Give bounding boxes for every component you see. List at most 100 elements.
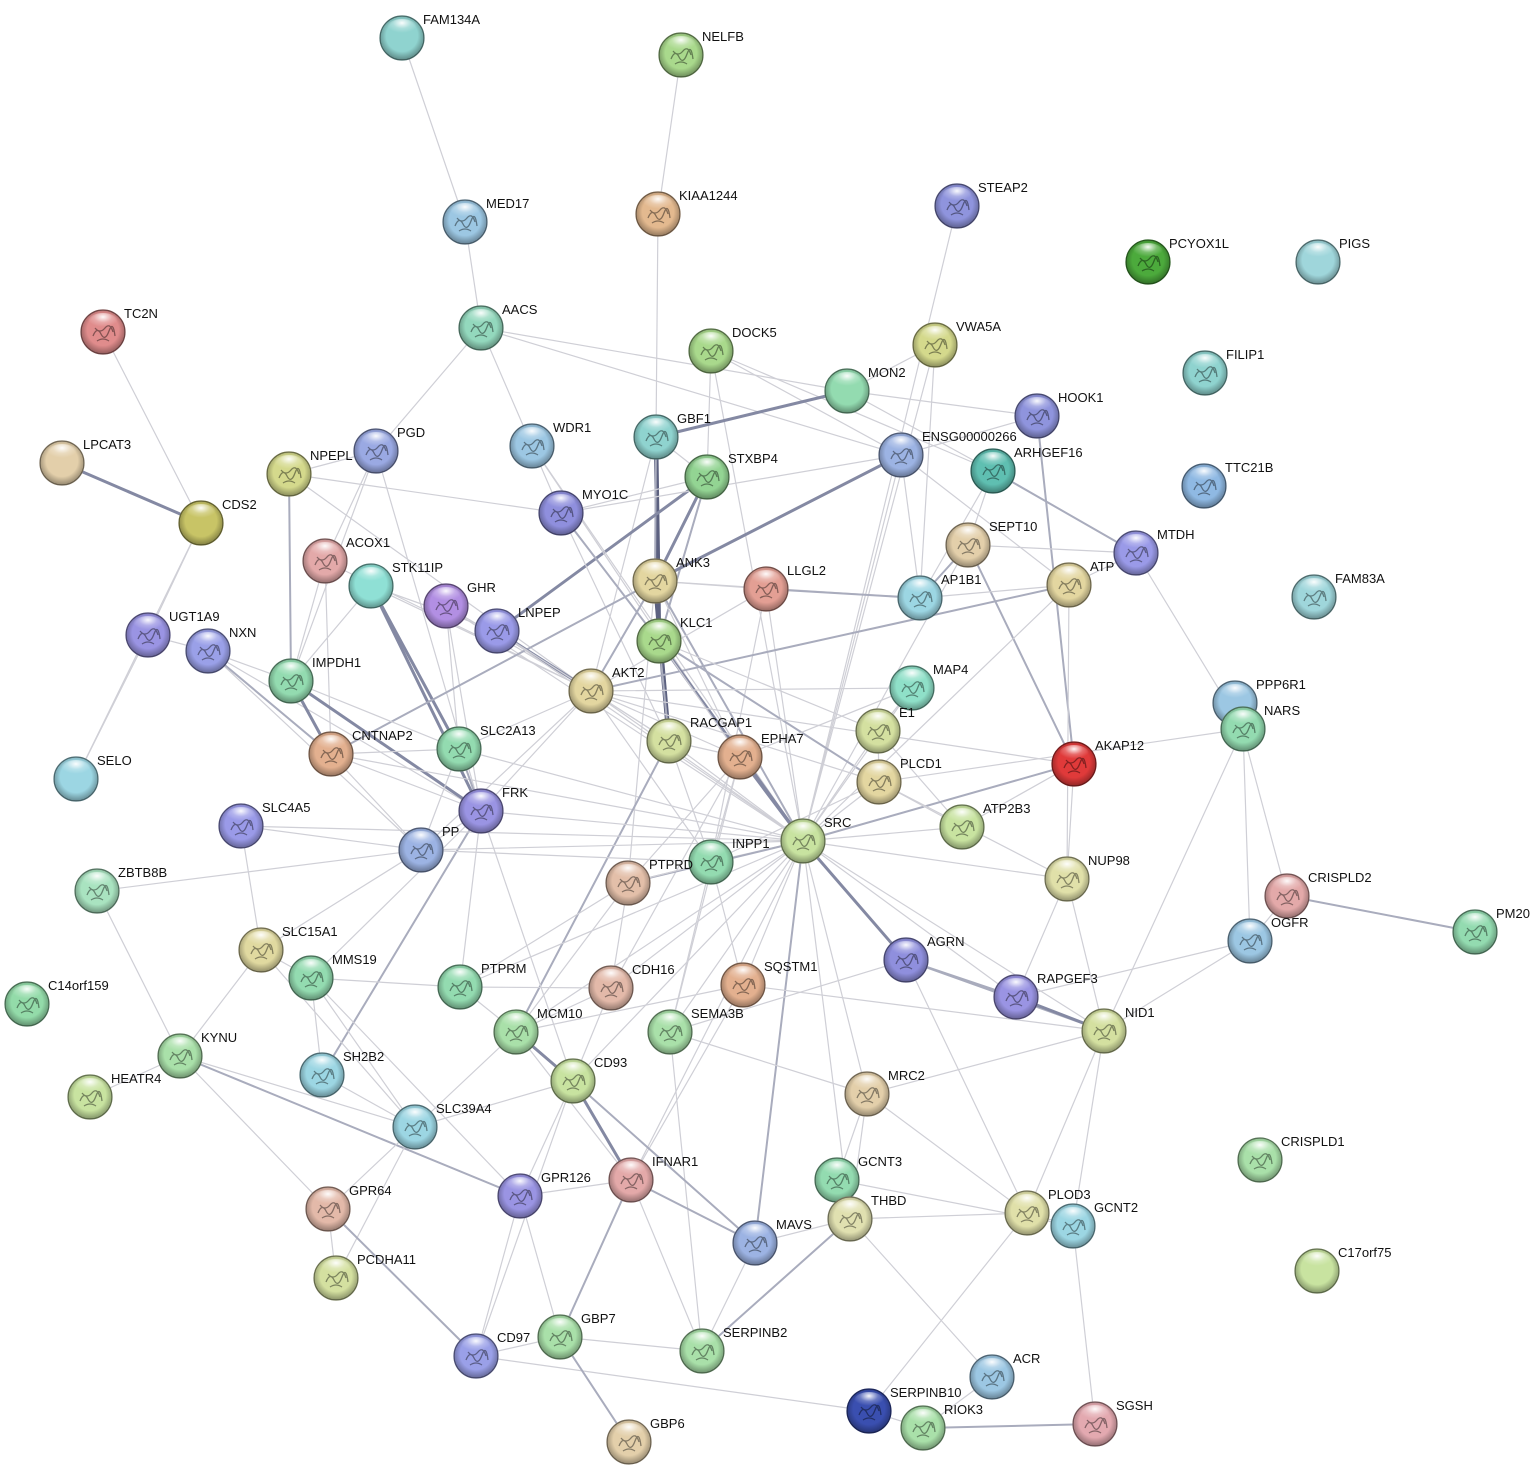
node-lnpep[interactable]: LNPEP [474,605,561,654]
node-plod3[interactable]: PLOD3 [1004,1187,1091,1236]
node-atp[interactable]: ATP [1046,559,1114,608]
node-map4[interactable]: MAP4 [889,662,968,711]
node-cdh16[interactable]: CDH16 [588,962,675,1011]
node-mon2[interactable]: MON2 [824,365,906,414]
node-impdh1[interactable]: IMPDH1 [268,655,361,704]
node-gpr126[interactable]: GPR126 [497,1170,591,1219]
node-riok3[interactable]: RIOK3 [900,1402,983,1451]
node-fam83a[interactable]: FAM83A [1291,571,1385,620]
node-stxbp4[interactable]: STXBP4 [684,451,778,500]
node-gpr64[interactable]: GPR64 [305,1183,392,1232]
node-label: PIGS [1339,236,1370,251]
node-klc1[interactable]: KLC1 [636,615,713,664]
node-epha7[interactable]: EPHA7 [717,731,804,780]
node-slc4a5[interactable]: SLC4A5 [218,800,310,849]
node-plcd1[interactable]: PLCD1 [856,756,942,805]
node-pcdha11[interactable]: PCDHA11 [313,1252,416,1301]
node-crispld2[interactable]: CRISPLD2 [1264,870,1372,919]
node-pm20[interactable]: PM20 [1452,906,1530,955]
node-pgd[interactable]: PGD [353,425,425,474]
node-cd93[interactable]: CD93 [550,1055,627,1104]
node-gbp7[interactable]: GBP7 [537,1311,616,1360]
node-c17orf75[interactable]: C17orf75 [1294,1245,1391,1294]
node-sh2b2[interactable]: SH2B2 [299,1049,384,1098]
node-ensg[interactable]: ENSG00000266 [878,429,1017,478]
node-pp[interactable]: PP [398,824,459,873]
node-wdr1[interactable]: WDR1 [509,420,591,469]
node-gcnt3[interactable]: GCNT3 [814,1154,902,1203]
node-acox1[interactable]: ACOX1 [302,535,390,584]
node-frk[interactable]: FRK [458,785,528,834]
node-mms19[interactable]: MMS19 [288,952,377,1001]
node-ugt1a9[interactable]: UGT1A9 [125,609,220,658]
node-hook1[interactable]: HOOK1 [1014,390,1104,439]
node-atp2b3[interactable]: ATP2B3 [939,801,1030,850]
node-filip1[interactable]: FILIP1 [1182,347,1264,396]
node-sema3b[interactable]: SEMA3B [647,1006,744,1055]
node-cds2[interactable]: CDS2 [178,497,257,546]
node-ank3[interactable]: ANK3 [632,555,710,604]
node-crispld1[interactable]: CRISPLD1 [1237,1134,1345,1183]
node-lpcat3[interactable]: LPCAT3 [39,437,131,486]
node-racgap1[interactable]: RACGAP1 [646,715,752,764]
node-gbp6[interactable]: GBP6 [606,1416,685,1465]
node-nup98[interactable]: NUP98 [1044,853,1130,902]
node-fam134a[interactable]: FAM134A [379,12,480,61]
node-nars[interactable]: NARS [1220,703,1300,752]
node-myo1c[interactable]: MYO1C [538,487,628,536]
node-mrc2[interactable]: MRC2 [844,1068,925,1117]
node-slc39a4[interactable]: SLC39A4 [392,1101,492,1150]
node-nxn[interactable]: NXN [185,625,256,674]
node-ttc21b[interactable]: TTC21B [1181,460,1273,509]
node-steap2[interactable]: STEAP2 [934,180,1028,229]
node-akap12[interactable]: AKAP12 [1051,738,1144,787]
node-kynu[interactable]: KYNU [157,1030,237,1079]
node-med17[interactable]: MED17 [442,196,529,245]
node-acr[interactable]: ACR [969,1351,1040,1400]
node-mavs[interactable]: MAVS [732,1217,812,1266]
node-nid1[interactable]: NID1 [1081,1005,1155,1054]
node-pigs[interactable]: PIGS [1295,236,1370,285]
node-serpinb10[interactable]: SERPINB10 [846,1385,962,1434]
node-aacs[interactable]: AACS [458,302,538,351]
node-tc2n[interactable]: TC2N [80,306,158,355]
node-cd97[interactable]: CD97 [453,1330,530,1379]
node-arhgef16[interactable]: ARHGEF16 [970,445,1083,494]
node-mtdh[interactable]: MTDH [1113,527,1195,576]
node-ifnar1[interactable]: IFNAR1 [608,1154,698,1203]
node-stk11ip[interactable]: STK11IP [348,560,443,609]
node-thbd[interactable]: THBD [827,1193,906,1242]
node-ogfr[interactable]: OGFR [1227,915,1309,964]
node-ghr[interactable]: GHR [423,580,496,629]
node-sept10[interactable]: SEPT10 [945,519,1037,568]
node-slc15a1[interactable]: SLC15A1 [238,924,338,973]
node-ptprd[interactable]: PTPRD [605,857,693,906]
node-ap1b1[interactable]: AP1B1 [897,572,981,621]
node-mcm10[interactable]: MCM10 [493,1006,583,1055]
node-vwa5a[interactable]: VWA5A [912,319,1001,368]
node-inpp1[interactable]: INPP1 [688,836,770,885]
node-slc2a13[interactable]: SLC2A13 [436,723,536,772]
node-e1[interactable]: E1 [855,705,915,754]
node-cntnap2[interactable]: CNTNAP2 [308,728,413,777]
node-c14orf159[interactable]: C14orf159 [4,978,109,1027]
node-nelfb[interactable]: NELFB [658,29,744,78]
node-selo[interactable]: SELO [53,753,132,802]
node-akt2[interactable]: AKT2 [568,665,645,714]
node-pcyox1l[interactable]: PCYOX1L [1125,236,1229,285]
node-src[interactable]: SRC [780,815,851,864]
node-dock5[interactable]: DOCK5 [688,325,777,374]
node-heatr4[interactable]: HEATR4 [67,1071,161,1120]
node-serpinb2[interactable]: SERPINB2 [679,1325,787,1374]
node-sqstm1[interactable]: SQSTM1 [720,959,817,1008]
node-gcnt2[interactable]: GCNT2 [1050,1200,1138,1249]
node-llgl2[interactable]: LLGL2 [743,563,826,612]
node-sgsh[interactable]: SGSH [1072,1398,1153,1447]
node-rapgef3[interactable]: RAPGEF3 [993,971,1098,1020]
node-npepl[interactable]: NPEPL [266,448,353,497]
node-agrn[interactable]: AGRN [883,934,965,983]
node-gbf1[interactable]: GBF1 [633,411,711,460]
node-ptprm[interactable]: PTPRM [437,961,527,1010]
node-zbtb8b[interactable]: ZBTB8B [74,865,167,914]
node-kiaa1244[interactable]: KIAA1244 [635,188,738,237]
